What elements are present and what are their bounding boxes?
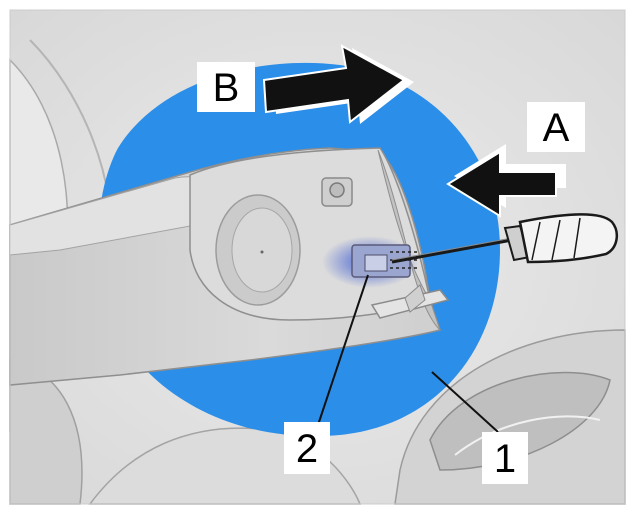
screw-head [329, 182, 345, 198]
callout-2: 2 [284, 422, 330, 474]
lever-head-rim [377, 149, 441, 331]
callout-b: B [197, 62, 255, 112]
lever-boss-face [231, 207, 293, 293]
lever-boss-center [260, 250, 264, 254]
leader-line-2 [317, 274, 369, 426]
callout-a: A [527, 102, 585, 152]
figure-border [9, 9, 626, 505]
arrow-b-icon [262, 44, 414, 124]
arrow-a-icon [446, 144, 566, 218]
connector-latch [364, 254, 388, 272]
handle-recess-rim [454, 415, 601, 456]
leader-line-1 [431, 371, 499, 433]
lower-clip-fin [404, 284, 426, 313]
screwdriver-icon [391, 213, 619, 264]
callout-1: 1 [482, 432, 528, 484]
